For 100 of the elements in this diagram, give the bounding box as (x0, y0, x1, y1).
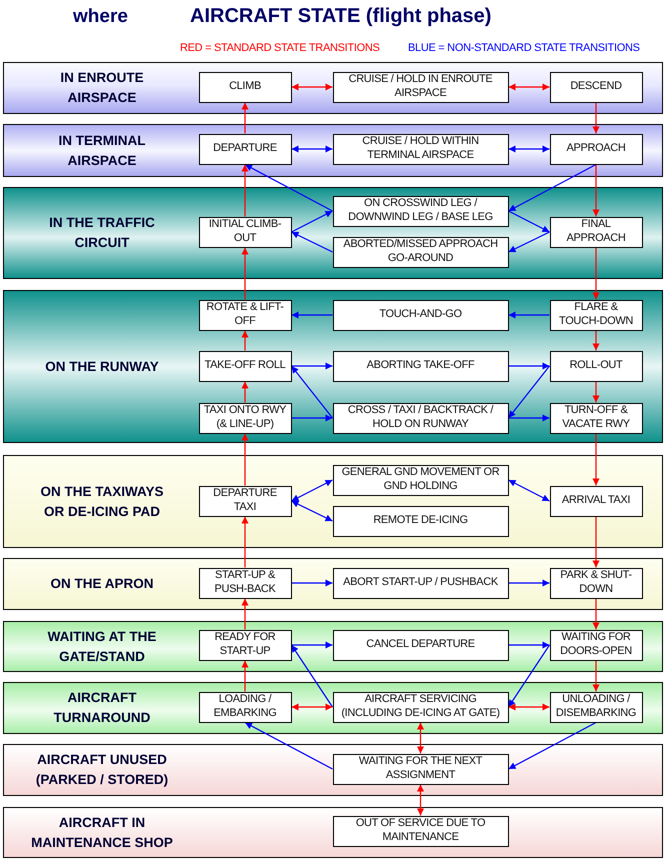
arrow (242, 598, 248, 630)
state-box: FLARE & TOUCH-DOWN (550, 300, 642, 330)
phase-band (3, 62, 663, 114)
arrow (508, 210, 550, 233)
arrow (592, 660, 600, 692)
arrow (417, 784, 424, 816)
state-box: ROLL-OUT (550, 350, 642, 382)
arrow (508, 164, 596, 212)
arrow (592, 598, 600, 630)
state-box: READY FOR START-UP (198, 630, 292, 660)
arrow (292, 642, 332, 648)
state-box: TAXI ONTO RWY (& LINE-UP) (198, 402, 292, 434)
arrow (508, 479, 550, 502)
state-box: AIRCRAFT SERVICING (INCLUDING DE-ICING AT GATE) (332, 692, 508, 722)
state-box: ROTATE & LIFT-OFF (198, 300, 292, 330)
state-box: WAITING FOR THE NEXT ASSIGNMENT (332, 754, 508, 784)
arrow (244, 722, 333, 770)
state-box: START-UP & PUSH-BACK (198, 568, 292, 598)
phase-band (3, 124, 663, 177)
arrow (508, 642, 550, 648)
state-box: DEPARTURE (198, 134, 292, 164)
state-box: CRUISE / HOLD IN ENROUTE AIRSPACE (332, 72, 508, 102)
arrow (291, 479, 333, 502)
state-box: CRUISE / HOLD WITHIN TERMINAL AIRSPACE (332, 134, 508, 164)
arrow (508, 84, 550, 90)
phase-band (3, 558, 663, 610)
band-label: WAITING AT THE GATE/STAND (46, 628, 158, 666)
band-label: ON THE RUNWAY (44, 358, 160, 376)
state-box: FINAL APPROACH (550, 216, 642, 248)
state-box: PARK & SHUT-DOWN (550, 568, 642, 598)
arrow (242, 248, 248, 300)
arrow (291, 231, 333, 253)
phase-band (3, 187, 663, 279)
arrow (592, 516, 600, 568)
arrow (242, 434, 248, 486)
state-box: TAKE-OFF ROLL (198, 350, 292, 382)
arrow (592, 330, 600, 350)
arrow (508, 146, 550, 152)
arrow (292, 580, 332, 586)
arrow (508, 644, 550, 708)
phase-band (3, 682, 663, 734)
legend-text: BLUE = NON-STANDARD STATE TRANSITIONS (408, 42, 640, 54)
arrow (417, 722, 424, 754)
state-box: REMOTE DE-ICING (332, 506, 508, 536)
arrow (508, 231, 550, 253)
state-box: GENERAL GND MOVEMENT OR GND HOLDING (332, 464, 508, 496)
arrow (508, 366, 550, 418)
arrow (508, 312, 550, 318)
arrow (242, 164, 248, 216)
arrow (508, 722, 596, 770)
state-box: INITIAL CLIMB-OUT (198, 216, 292, 248)
arrow (242, 382, 248, 402)
arrow (242, 330, 248, 350)
arrow (592, 434, 600, 486)
arrow (508, 580, 550, 586)
state-box: DEPARTURE TAXI (198, 486, 292, 516)
state-box: CROSS / TAXI / BACKTRACK / HOLD ON RUNWAY (332, 402, 508, 434)
phase-band (3, 621, 663, 672)
state-box: ABORTING TAKE-OFF (332, 350, 508, 382)
band-label: AIRCRAFT IN MAINTENANCE SHOP (30, 814, 174, 852)
state-box: TOUCH-AND-GO (332, 300, 508, 330)
state-box: TURN-OFF & VACATE RWY (550, 402, 642, 434)
state-box: UNLOADING / DISEMBARKING (550, 692, 642, 722)
state-box: WAITING FOR DOORS-OPEN (550, 630, 642, 660)
arrow (292, 414, 332, 422)
arrow (592, 164, 600, 216)
legend-text: RED = STANDARD STATE TRANSITIONS (180, 42, 380, 54)
arrow (242, 660, 248, 692)
arrow (592, 102, 600, 134)
state-box: ON CROSSWIND LEG / DOWNWIND LEG / BASE LEG (332, 196, 508, 226)
state-box: OUT OF SERVICE DUE TO MAINTENANCE (332, 816, 508, 846)
band-label: IN TERMINAL AIRSPACE (58, 132, 146, 170)
state-box: APPROACH (550, 134, 642, 164)
arrow (292, 84, 332, 90)
arrow (292, 704, 332, 710)
arrow (508, 362, 550, 370)
arrow (508, 414, 550, 422)
state-box: CLIMB (198, 72, 292, 102)
phase-band (3, 455, 663, 548)
band-label: IN THE TRAFFIC CIRCUIT (48, 214, 156, 252)
arrow (292, 362, 332, 370)
arrow (242, 102, 248, 134)
state-box: ARRIVAL TAXI (550, 486, 642, 516)
state-box: ABORTED/MISSED APPROACH GO-AROUND (332, 236, 508, 268)
arrow (508, 704, 550, 710)
arrow (291, 500, 333, 522)
phase-band (3, 807, 663, 858)
arrow (291, 366, 333, 418)
arrow (244, 164, 333, 212)
band-label: AIRCRAFT UNUSED (PARKED / STORED) (34, 751, 170, 789)
band-label: ON THE APRON (49, 575, 154, 594)
state-box: LOADING / EMBARKING (198, 692, 292, 722)
arrow (292, 312, 332, 318)
phase-band (3, 290, 663, 443)
arrow (592, 248, 600, 300)
phase-band (3, 744, 663, 796)
band-label: ON THE TAXIWAYS OR DE-ICING PAD (39, 482, 165, 520)
band-label: AIRCRAFT TURNAROUND (52, 689, 152, 727)
arrow (291, 644, 333, 708)
state-box: CANCEL DEPARTURE (332, 630, 508, 660)
